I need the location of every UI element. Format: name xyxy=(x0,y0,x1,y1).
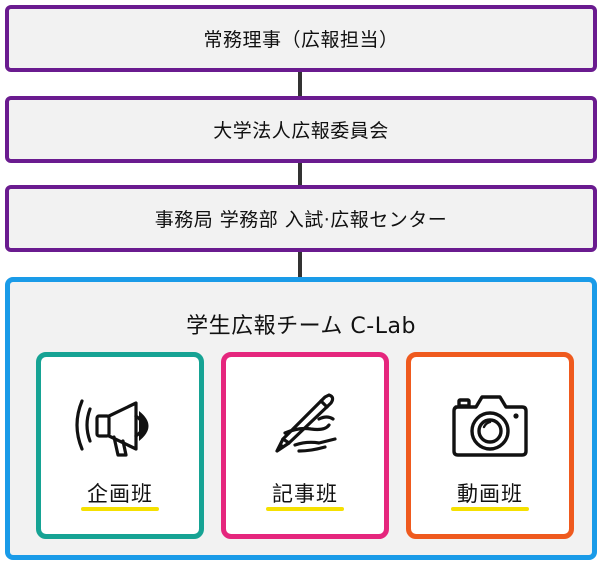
level-box-admissions-pr-center: 事務局 学務部 入試·広報センター xyxy=(5,185,597,252)
team-underline-articles xyxy=(266,507,344,511)
level-box-executive-director: 常務理事（広報担当） xyxy=(5,5,597,72)
team-label-articles: 記事班 xyxy=(272,482,338,506)
team-underline-video xyxy=(451,507,529,511)
level-label-pr-committee: 大学法人広報委員会 xyxy=(213,120,389,142)
team-underline-planning xyxy=(81,507,159,511)
camera-icon xyxy=(452,395,528,457)
connector-line-3 xyxy=(298,250,302,277)
clab-title: 学生広報チーム C-Lab xyxy=(186,314,416,339)
megaphone-icon xyxy=(75,399,149,457)
connector-line-2 xyxy=(298,161,302,185)
team-card-video: 動画班 xyxy=(406,352,574,539)
level-label-admissions-pr-center: 事務局 学務部 入試·広報センター xyxy=(154,209,448,231)
team-label-planning: 企画班 xyxy=(87,482,153,506)
level-label-executive-director: 常務理事（広報担当） xyxy=(203,29,399,51)
team-card-articles: 記事班 xyxy=(221,352,389,539)
connector-line-1 xyxy=(298,70,302,96)
level-box-pr-committee: 大学法人広報委員会 xyxy=(5,96,597,163)
clab-team-panel: 学生広報チーム C-Lab 企画班 xyxy=(5,277,597,560)
pen-writing-icon xyxy=(275,393,337,453)
team-card-planning: 企画班 xyxy=(36,352,204,539)
team-label-video: 動画班 xyxy=(457,482,523,506)
